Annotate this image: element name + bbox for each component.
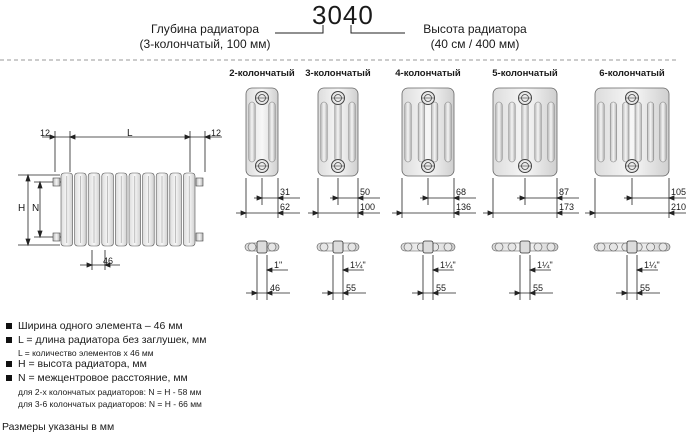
element-width-label: 46 (103, 256, 114, 266)
pipe-size-label: 1" (274, 260, 283, 270)
legend-center-3-6col: для 3-6 колончатых радиаторов: N = H - 6… (18, 399, 202, 409)
legend-center-2col: для 2-х колончатых радиаторов: N = H - 5… (18, 387, 202, 397)
column-side-view (245, 87, 279, 177)
pipe-connection-view (400, 240, 456, 254)
pipe-dimension (322, 255, 366, 300)
column-type-label: 2-колончатый (229, 68, 295, 79)
center-label: N (32, 203, 40, 214)
radiator-section (155, 172, 169, 247)
column-half-depth-label: 87 (559, 187, 570, 197)
height-detail: (40 см / 400 мм) (430, 37, 520, 51)
header-connectors (275, 25, 405, 34)
column-side-view (317, 87, 359, 177)
column-dimension (392, 178, 476, 218)
legend-height: H = высота радиатора, мм (18, 358, 147, 370)
pipe-dimension-label: 55 (533, 283, 544, 293)
right-cap-label: 12 (211, 128, 222, 138)
pipe-dimension (412, 255, 456, 300)
height-label: H (18, 203, 26, 214)
column-dimension (308, 178, 380, 218)
radiator-section (128, 172, 141, 247)
pipe-size-label: 1¼" (350, 260, 366, 270)
legend-center: N = межцентровое расстояние, мм (18, 372, 188, 384)
pipe-connection-view (244, 240, 280, 254)
radiator-section (87, 172, 101, 247)
pipe-dimension (509, 255, 553, 300)
model-code: 3040 (312, 0, 374, 30)
depth-detail: (3-колончатый, 100 мм) (139, 37, 271, 51)
legend-element-width: Ширина одного элемента – 46 мм (18, 320, 183, 332)
pipe-size-label: 1¼" (440, 260, 456, 270)
column-side-view (594, 87, 670, 177)
radiator-section (142, 172, 155, 247)
pipe-size-label: 1¼" (644, 260, 660, 270)
legend-footer: Размеры указаны в мм (2, 421, 115, 433)
pipe-dimension (246, 255, 290, 300)
column-dimension (236, 178, 300, 218)
column-type-label: 5-колончатый (492, 68, 558, 79)
height-title: Высота радиатора (423, 22, 527, 36)
left-cap-label: 12 (40, 128, 51, 138)
side-views (236, 87, 686, 218)
column-half-depth-label: 31 (280, 187, 291, 197)
pipe-connection-view (316, 240, 360, 254)
column-dimension (483, 178, 579, 218)
column-dimension (585, 178, 686, 218)
column-type-label: 4-колончатый (395, 68, 461, 79)
column-side-view (401, 87, 455, 177)
radiator-section (115, 172, 128, 247)
column-half-depth-label: 68 (456, 187, 467, 197)
column-depth-label: 136 (456, 202, 472, 212)
column-type-label: 6-колончатый (599, 68, 665, 79)
pipe-dimension-label: 55 (640, 283, 651, 293)
column-depth-label: 210 (671, 202, 686, 212)
radiator-section (183, 172, 196, 247)
pipe-dimension-label: 55 (436, 283, 447, 293)
legend-length-formula: L = количество элементов х 46 мм (18, 348, 154, 358)
pipe-views (244, 240, 671, 300)
front-view (18, 131, 222, 270)
depth-title: Глубина радиатора (150, 22, 260, 36)
column-depth-label: 173 (559, 202, 575, 212)
column-type-label: 3-колончатый (305, 68, 371, 79)
radiator-section (74, 172, 87, 247)
legend-length: L = длина радиатора без заглушек, мм (18, 334, 207, 346)
column-half-depth-label: 105 (671, 187, 686, 197)
column-depth-label: 100 (360, 202, 376, 212)
pipe-connection-view (593, 240, 671, 254)
pipe-dimension-label: 55 (346, 283, 357, 293)
radiator-section (169, 172, 182, 247)
column-depth-label: 62 (280, 202, 291, 212)
pipe-dimension-label: 46 (270, 283, 281, 293)
pipe-dimension (616, 255, 660, 300)
radiator-section (60, 172, 73, 247)
pipe-connection-view (491, 240, 559, 254)
radiator-section (101, 172, 114, 247)
column-half-depth-label: 50 (360, 187, 371, 197)
pipe-size-label: 1¼" (537, 260, 553, 270)
column-side-view (492, 87, 558, 177)
length-label: L (127, 128, 133, 139)
legend-bullets (6, 323, 12, 381)
